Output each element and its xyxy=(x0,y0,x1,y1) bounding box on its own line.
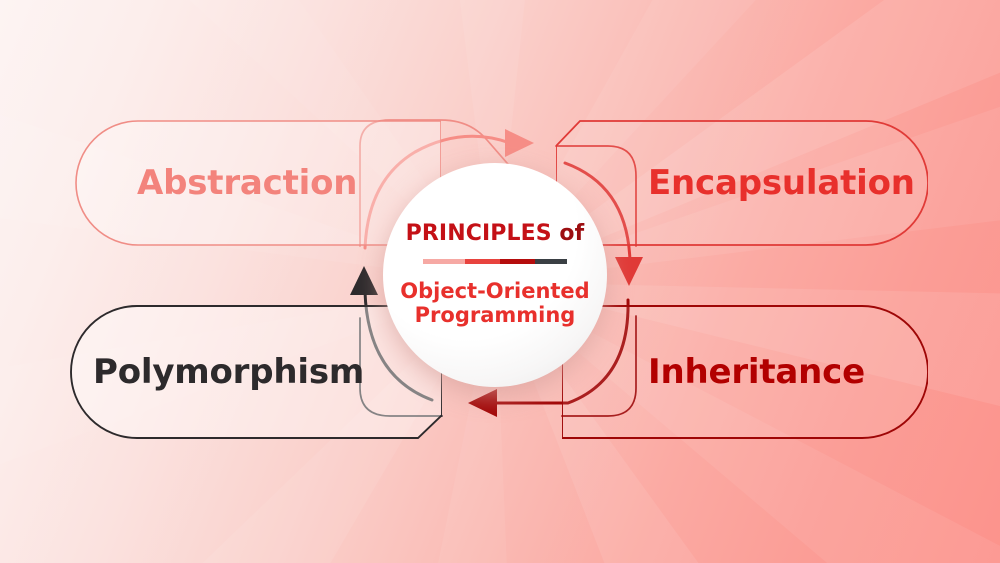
center-subtitle: Object-Oriented Programming xyxy=(400,278,590,327)
abstraction-pill-outline xyxy=(75,120,441,246)
polymorphism-pill-outline xyxy=(70,305,442,439)
principle-label-encapsulation: Encapsulation xyxy=(648,163,915,203)
divider-segment-1 xyxy=(423,258,466,264)
divider-segment-4 xyxy=(534,258,567,264)
arrow-polymorphism xyxy=(350,266,443,417)
principle-card-inheritance[interactable]: Inheritance xyxy=(562,305,928,439)
arrow-inheritance xyxy=(468,298,637,417)
principle-label-polymorphism: Polymorphism xyxy=(93,352,365,392)
center-title-main: PRINCIPLES xyxy=(405,220,552,246)
center-subtitle-line1: Object-Oriented xyxy=(400,278,590,303)
divider-segment-3 xyxy=(500,258,535,264)
principle-card-encapsulation[interactable]: Encapsulation xyxy=(556,120,928,246)
principle-card-abstraction[interactable]: Abstraction xyxy=(75,120,441,246)
center-divider xyxy=(423,258,567,264)
center-title-of: of xyxy=(551,220,585,246)
principle-label-inheritance: Inheritance xyxy=(648,352,865,392)
inheritance-pill-outline xyxy=(562,305,928,439)
principle-card-polymorphism[interactable]: Polymorphism xyxy=(70,305,442,439)
divider-segment-2 xyxy=(465,258,501,264)
center-title: PRINCIPLES of xyxy=(405,220,585,246)
center-subtitle-line2: Programming xyxy=(414,302,576,327)
principle-label-abstraction: Abstraction xyxy=(137,163,358,203)
arrow-abstraction xyxy=(359,119,534,250)
center-disc: PRINCIPLES of Object-Oriented Programmin… xyxy=(383,163,607,387)
encapsulation-pill-outline xyxy=(556,120,928,246)
